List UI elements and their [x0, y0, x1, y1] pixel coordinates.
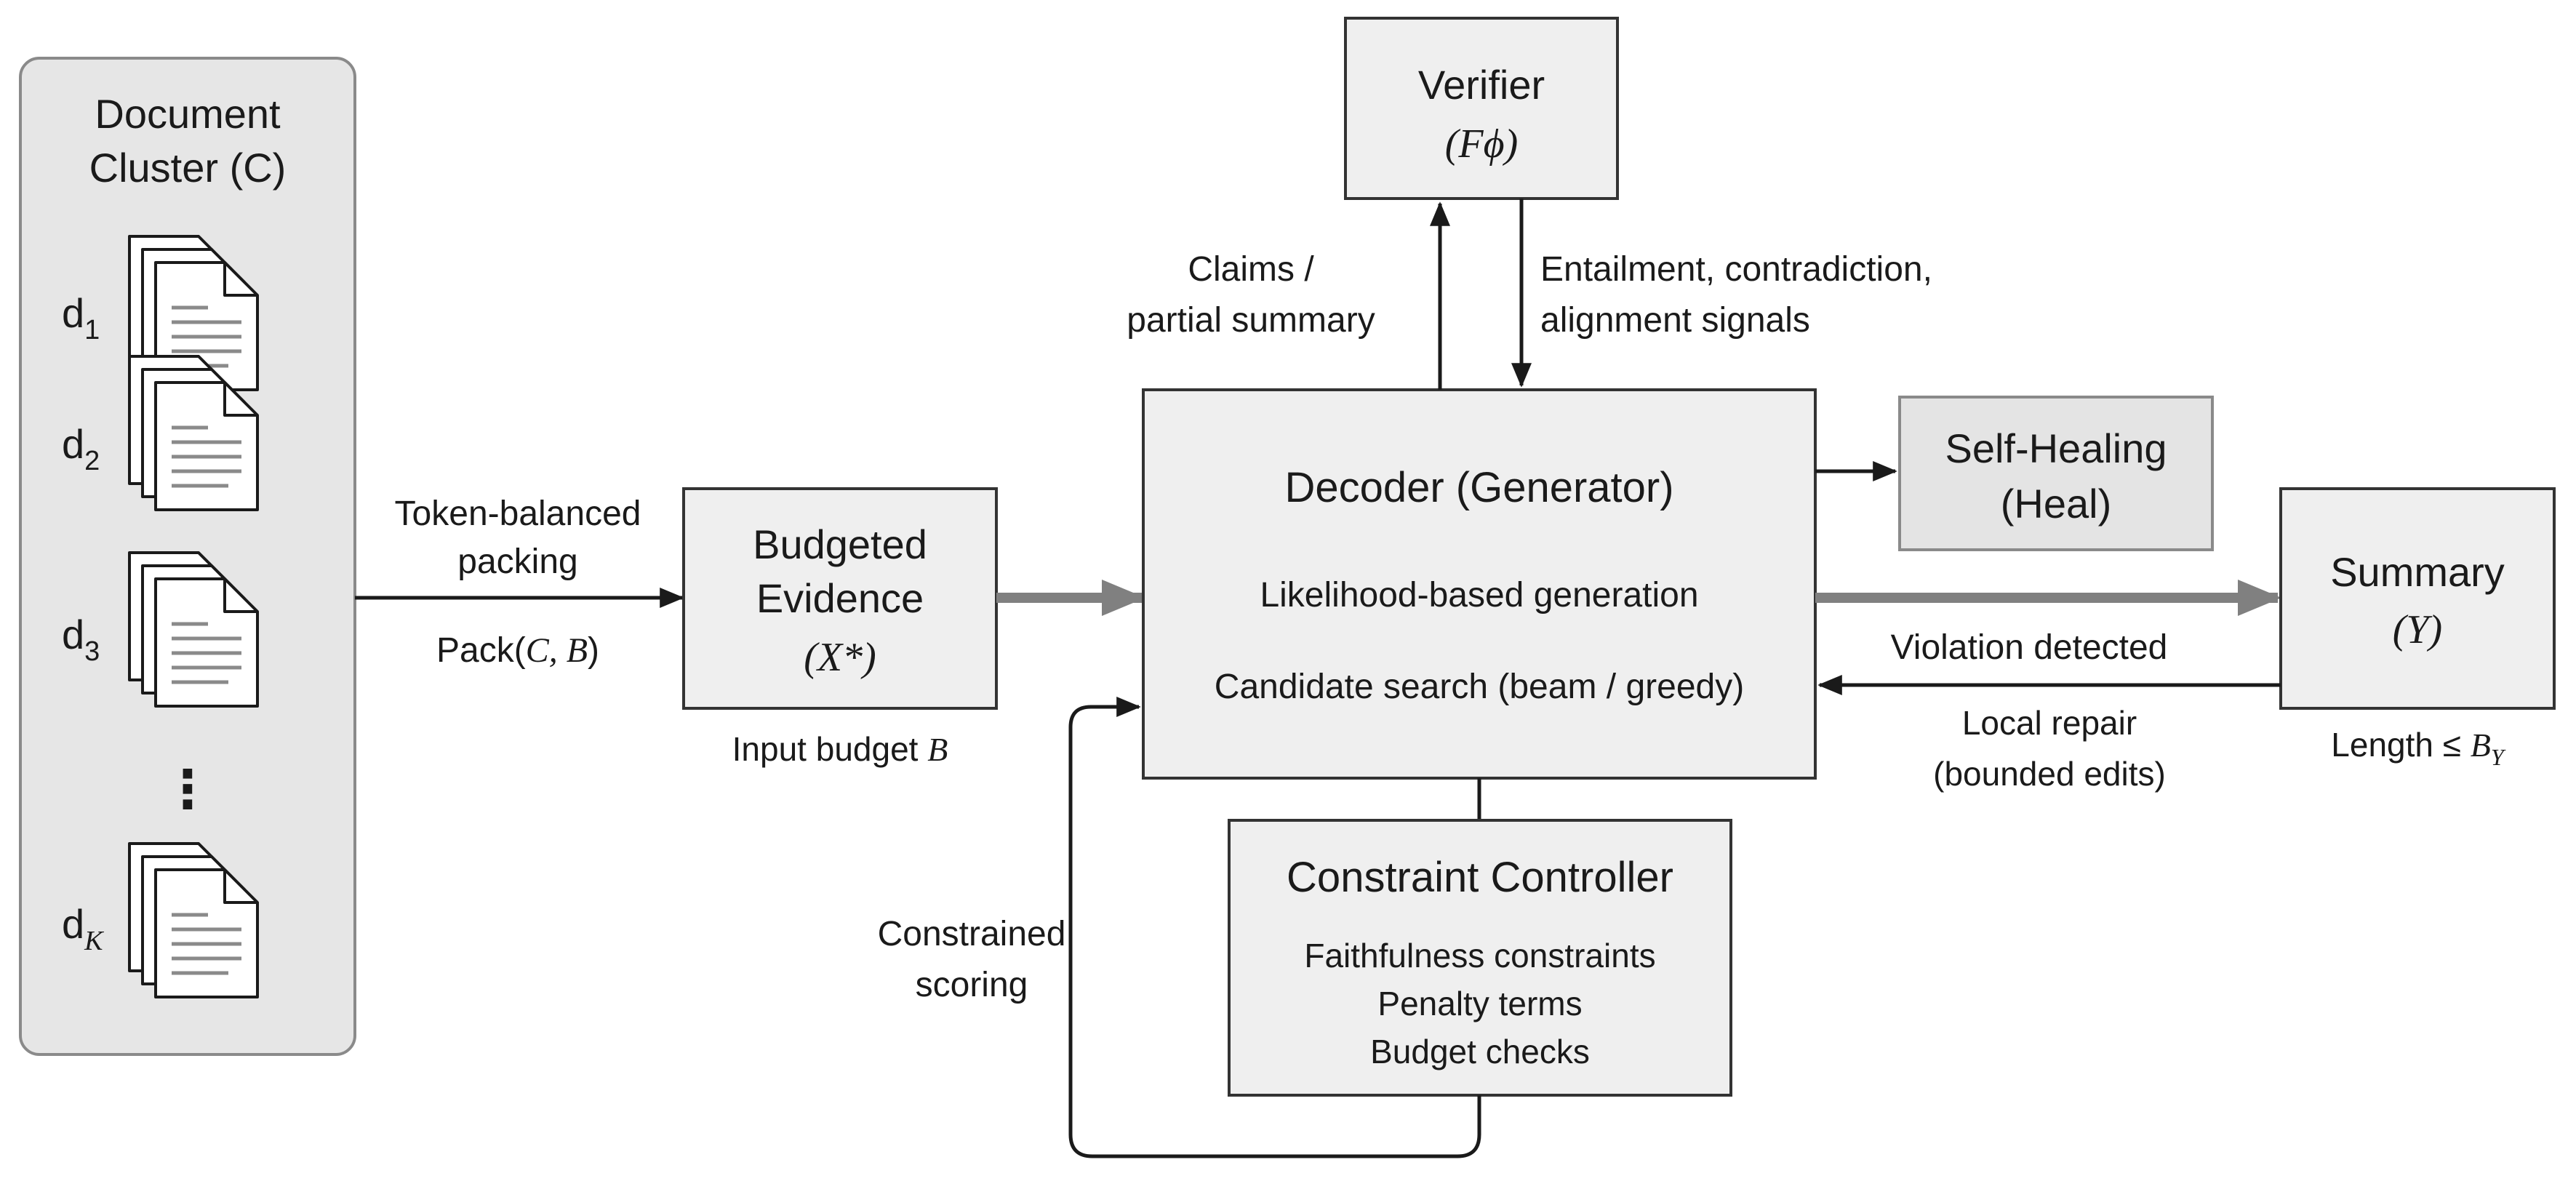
doc-label-3: d3	[62, 612, 100, 667]
decoder-line1: Likelihood-based generation	[1260, 576, 1698, 614]
violation-label: Violation detected	[1891, 628, 2168, 667]
claims-label-line2: partial summary	[1127, 301, 1375, 340]
decoder-title: Decoder (Generator)	[1284, 464, 1673, 511]
heal-line2: (Heal)	[2001, 481, 2111, 527]
signals-label-line1: Entailment, contradiction,	[1540, 250, 1932, 289]
controller-item-1: Faithfulness constraints	[1304, 937, 1655, 974]
verifier-title: Verifier	[1418, 62, 1545, 108]
claims-label-line1: Claims /	[1188, 250, 1314, 289]
controller-item-3: Budget checks	[1370, 1033, 1590, 1070]
length-caption: Length ≤ BY	[2331, 726, 2506, 770]
doc-label-2: d2	[62, 421, 100, 476]
repair-label-line1: Local repair	[1962, 704, 2137, 742]
loop-label-line1: Constrained	[878, 915, 1066, 953]
summary-title: Summary	[2330, 549, 2505, 595]
input-budget-caption: Input budget B	[732, 730, 948, 768]
loop-label-line2: scoring	[916, 966, 1028, 1004]
packing-label-line1: Token-balanced	[395, 495, 641, 533]
cluster-title-line1: Document	[95, 91, 281, 137]
signals-label-line2: alignment signals	[1540, 301, 1810, 340]
summary-box	[2279, 487, 2556, 710]
budgeted-line1: Budgeted	[753, 521, 927, 567]
decoder-box	[1142, 388, 1817, 780]
packing-label-line2: packing	[457, 543, 577, 581]
heal-line1: Self-Healing	[1945, 425, 2167, 471]
doc-ellipsis: ⋮	[161, 761, 214, 819]
cluster-title-line2: Cluster (C)	[89, 145, 287, 191]
controller-item-2: Penalty terms	[1377, 985, 1582, 1022]
self-healing-box	[1898, 396, 2214, 551]
packing-formula: Pack(C, B)	[436, 631, 599, 670]
repair-label-line2: (bounded edits)	[1933, 755, 2166, 793]
doc-label-k: dK	[62, 901, 104, 956]
verifier-box	[1344, 17, 1619, 200]
budgeted-line2: Evidence	[756, 575, 924, 621]
budgeted-symbol: (X*)	[804, 635, 876, 680]
controller-title: Constraint Controller	[1287, 854, 1673, 901]
decoder-line2: Candidate search (beam / greedy)	[1215, 668, 1744, 706]
doc-label-1: d1	[62, 290, 100, 345]
constraint-controller-box	[1228, 819, 1732, 1097]
verifier-symbol: (Fϕ)	[1445, 121, 1519, 167]
budgeted-evidence-box	[682, 487, 998, 710]
constrained-scoring-loop-arrow	[1068, 697, 1481, 1158]
summary-symbol: (Y)	[2393, 607, 2442, 652]
